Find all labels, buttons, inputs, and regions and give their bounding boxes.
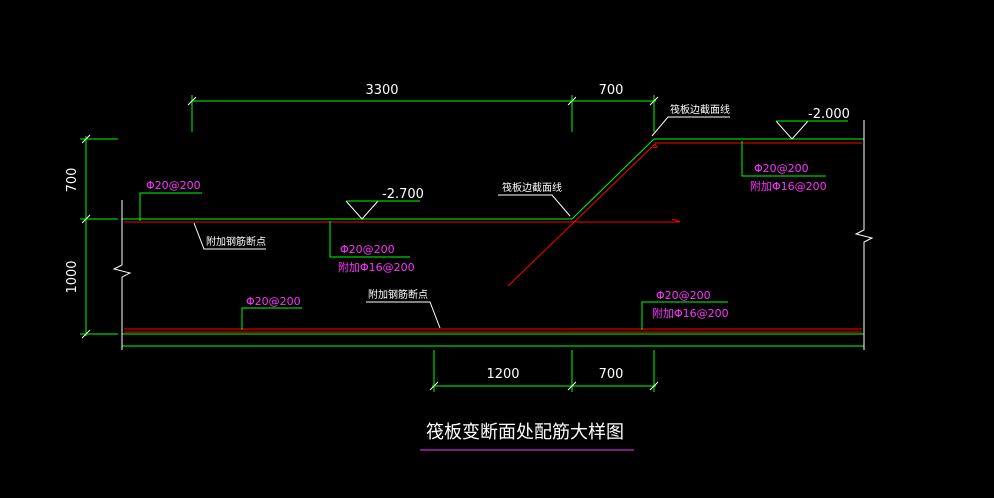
dim-top-3300: 3300 [365,83,398,98]
rebar-mid-extra-text: 附加Φ16@200 [338,260,415,274]
leader-lines [139,116,826,330]
concrete-outline [122,138,864,347]
rebar-lines [124,142,862,333]
right-break-line [854,120,874,350]
rebar-mid-main-text: Φ20@200 [340,243,395,256]
rebar-bottom-right-main-text: Φ20@200 [656,289,711,302]
rebar-top-left-text: Φ20@200 [146,179,201,192]
dim-bottom-700: 700 [599,367,624,382]
elevation-marker-left: -2.700 [345,187,424,220]
dimension-lines [80,95,659,392]
extra-rebar-break-label-1: 附加钢筋断点 [206,235,266,248]
rebar-right-top-extra-text: 附加Φ16@200 [750,179,827,193]
extra-rebar-break-label-2: 附加钢筋断点 [368,288,428,301]
drawing-title: 筏板变断面处配筋大样图 [426,422,624,443]
dim-top-700: 700 [599,83,624,98]
break-lines [112,120,874,350]
rebar-right-top-main-text: Φ20@200 [754,162,809,175]
bend-hook [652,143,658,149]
dim-left-700: 700 [65,168,80,193]
rebar-bottom-right-extra-text: 附加Φ16@200 [652,306,729,320]
elevation-right-text: -2.000 [808,107,850,122]
top-rebar-arrow [671,218,681,223]
rebar-bottom-left-text: Φ20@200 [246,295,301,308]
raft-edge-label-top: 筏板边截面线 [670,103,730,116]
slope-rebar [507,143,656,287]
elevation-marker-right: -2.000 [775,107,850,140]
elevation-left-text: -2.700 [382,187,424,202]
raft-edge-label-mid: 筏板边截面线 [502,181,562,194]
dim-bottom-1200: 1200 [486,367,519,382]
slab-slope-line [571,138,655,220]
dim-left-1000: 1000 [65,260,80,293]
left-break-line [112,200,132,350]
